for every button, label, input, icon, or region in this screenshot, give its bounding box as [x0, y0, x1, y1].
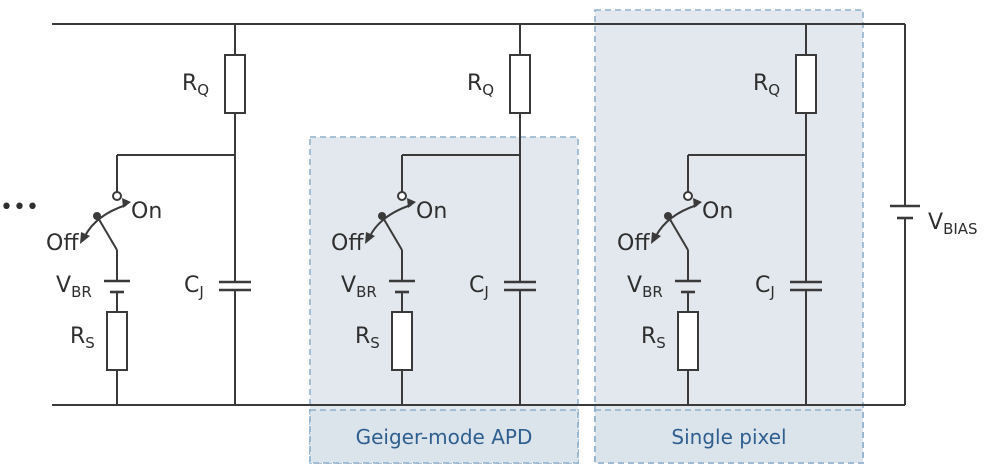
series-resistor-label-1: RS: [70, 324, 95, 352]
geiger-apd-caption-box: [309, 409, 579, 464]
switch-blade-1: [96, 215, 118, 251]
quench-resistor-label-1: RQ: [182, 71, 209, 99]
switch-blade-3: [667, 215, 689, 251]
single-pixel-caption-box: [594, 409, 864, 464]
bias-voltage-label: VBIAS: [928, 210, 978, 238]
switch-off-label-1: Off: [46, 231, 79, 256]
breakdown-voltage-label-3: VBR: [627, 273, 663, 301]
quench-resistor-label-3: RQ: [753, 71, 780, 99]
breakdown-voltage-label-1: VBR: [56, 273, 92, 301]
junction-cap-label-3: CJ: [755, 273, 775, 301]
switch-on-label-2: On: [416, 199, 447, 224]
switch-contact-2: [397, 191, 407, 201]
quench-resistor-2: [509, 54, 531, 114]
switch-blade-2: [381, 215, 403, 251]
single-pixel-box: [594, 9, 864, 464]
switch-on-label-1: On: [131, 199, 162, 224]
switch-on-label-3: On: [702, 199, 733, 224]
bias-source: [890, 24, 920, 405]
series-resistor-1: [106, 311, 128, 371]
quench-resistor-label-2: RQ: [467, 71, 494, 99]
switch-off-label-3: Off: [617, 231, 650, 256]
junction-cap-label-1: CJ: [184, 273, 204, 301]
pixel-3-circuit: [651, 24, 822, 405]
geiger-apd-box: [309, 136, 579, 464]
switch-arrow-3: [655, 204, 698, 237]
switch-off-label-2: Off: [331, 231, 364, 256]
single-pixel-caption: Single pixel: [671, 425, 786, 449]
switch-arrow-2: [369, 204, 412, 237]
ellipsis-mark: •••: [0, 195, 39, 220]
pixel-2-circuit: [365, 24, 536, 405]
breakdown-voltage-label-2: VBR: [341, 273, 377, 301]
series-resistor-label-2: RS: [355, 324, 380, 352]
quench-resistor-1: [224, 54, 246, 114]
pixel-1-circuit: [80, 24, 251, 405]
geiger-apd-caption: Geiger-mode APD: [356, 425, 533, 449]
switch-contact-1: [112, 191, 122, 201]
quench-resistor-3: [795, 54, 817, 114]
series-resistor-3: [677, 311, 699, 371]
switch-contact-3: [683, 191, 693, 201]
series-resistor-2: [391, 311, 413, 371]
series-resistor-label-3: RS: [641, 324, 666, 352]
switch-arrow-1: [84, 204, 127, 237]
junction-cap-label-2: CJ: [469, 273, 489, 301]
